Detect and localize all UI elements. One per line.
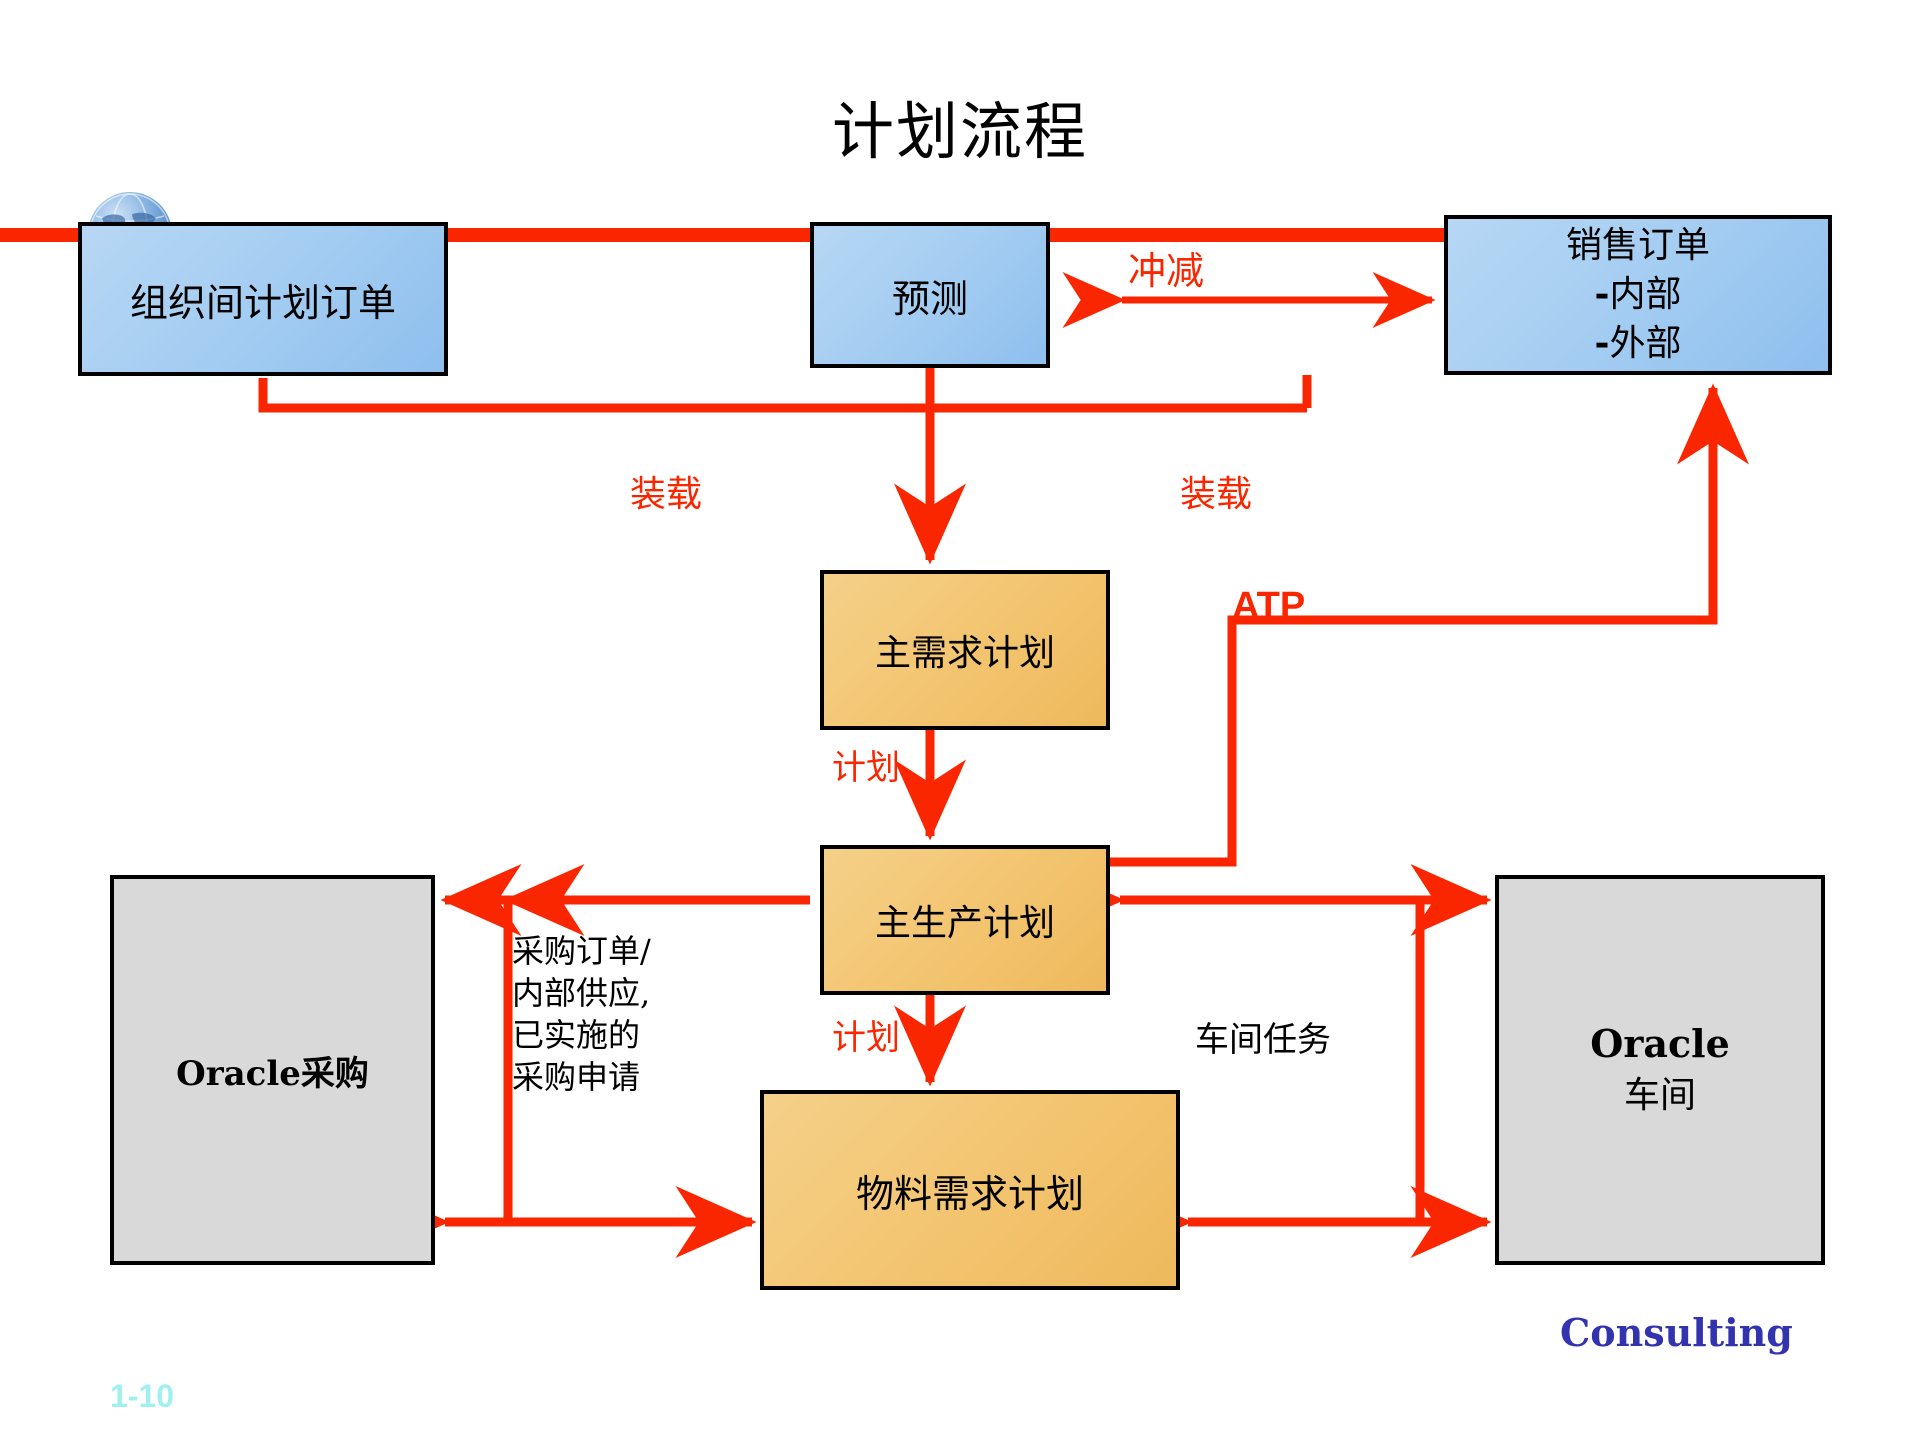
label-load-right: 装载: [1180, 474, 1253, 515]
label-atp: ATP: [1232, 585, 1306, 627]
label-plan-mps-to-mrp: 计划: [832, 1018, 900, 1058]
box-label: 组织间计划订单: [129, 280, 396, 325]
sales-order-external: -外部: [1595, 319, 1682, 368]
bullet-dash: -: [1594, 273, 1610, 315]
box-label: 主需求计划: [874, 633, 1055, 674]
sales-order-title: 销售订单: [1565, 225, 1710, 266]
shop-floor-label: 车间: [1623, 1075, 1696, 1116]
box-label: Oracle采购: [176, 1053, 369, 1094]
box-forecast[interactable]: 预测: [810, 222, 1050, 368]
sales-order-internal: -内部: [1595, 270, 1682, 319]
box-master-demand-plan[interactable]: 主需求计划: [820, 570, 1110, 730]
box-inter-org-planned-orders[interactable]: 组织间计划订单: [78, 222, 448, 376]
shop-floor-brand: Oracle: [1590, 1021, 1730, 1066]
box-master-production-schedule[interactable]: 主生产计划: [820, 845, 1110, 995]
label-load-left: 装载: [630, 474, 703, 515]
box-oracle-purchasing[interactable]: Oracle采购: [110, 875, 435, 1265]
label-plan-mdp-to-mps: 计划: [832, 748, 900, 788]
page-title: 计划流程: [831, 95, 1088, 168]
page-number: 1-10: [110, 1378, 175, 1414]
box-oracle-shop-floor[interactable]: Oracle 车间: [1495, 875, 1825, 1265]
box-label: 物料需求计划: [855, 1171, 1084, 1216]
box-label: 预测: [891, 276, 968, 321]
box-sales-order[interactable]: 销售订单 -内部 -外部: [1444, 215, 1832, 375]
box-material-requirements-plan[interactable]: 物料需求计划: [760, 1090, 1180, 1290]
label-shop-floor-jobs: 车间任务: [1195, 1020, 1331, 1060]
label-consume: 冲减: [1128, 249, 1205, 293]
label-purchase-orders: 采购订单/ 内部供应, 已实施的 采购申请: [512, 932, 651, 1096]
bullet-dash: -: [1594, 322, 1610, 364]
sales-order-internal-label: 内部: [1609, 274, 1682, 315]
box-label: 主生产计划: [874, 903, 1055, 944]
footer-brand: Consulting: [1560, 1310, 1793, 1355]
sales-order-external-label: 外部: [1609, 323, 1682, 364]
